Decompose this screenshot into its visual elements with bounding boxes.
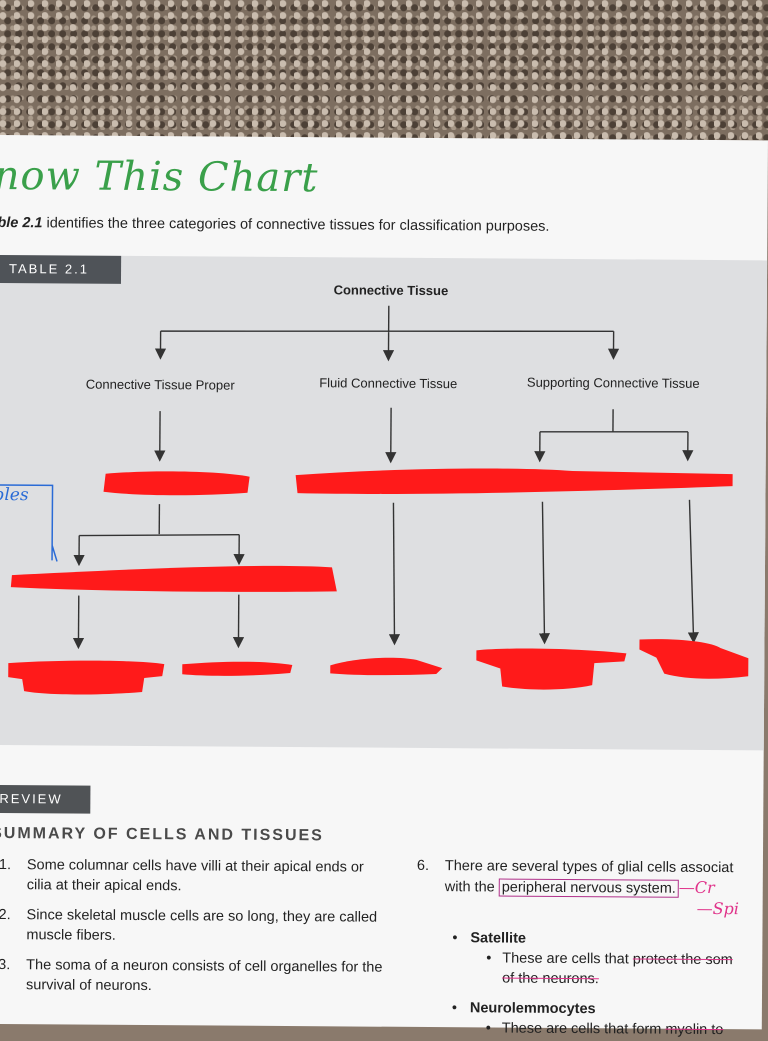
boxed-phrase: peripheral nervous system.	[499, 879, 679, 898]
bullet-neurolemmocytes: • Neurolemmocytes	[412, 998, 768, 1021]
intro-sentence: ble 2.1 identifies the three categories …	[0, 215, 550, 235]
handwritten-title: now This Chart	[0, 153, 319, 201]
textbook-page: now This Chart ble 2.1 identifies the th…	[0, 135, 768, 1029]
sub-bullet-neurolemmocytes: • These are cells that form myelin to	[412, 1018, 768, 1041]
connective-tissue-table: TABLE 2.1 Connective Tissue	[0, 255, 767, 750]
category-supporting: Supporting Connective Tissue	[527, 375, 700, 391]
bullet-satellite: • Satellite	[412, 928, 768, 951]
category-fluid: Fluid Connective Tissue	[319, 375, 457, 391]
pink-note-1: —Cr	[679, 878, 715, 897]
carpet-background	[0, 0, 768, 140]
summary-list-right: 6. There are several types of glial cell…	[412, 856, 768, 1041]
list-item: 6. There are several types of glial cell…	[413, 856, 768, 921]
sub-bullet-satellite: • These are cells that protect the som o…	[412, 948, 768, 991]
red-redactions	[8, 465, 750, 699]
summary-heading: SUMMARY OF CELLS AND TISSUES	[0, 825, 324, 845]
list-item: 1. Some columnar cells have villi at the…	[0, 855, 385, 898]
pink-note-2: —Spi	[697, 899, 739, 918]
summary-list-left: 1. Some columnar cells have villi at the…	[0, 855, 385, 1008]
list-item: 2. Since skeletal muscle cells are so lo…	[0, 905, 385, 948]
intro-text: identifies the three categories of conne…	[42, 215, 549, 235]
item-text-a: There are several types of glial cells a…	[445, 858, 734, 876]
classification-tree: Connective Tissue	[0, 255, 767, 750]
root-node: Connective Tissue	[334, 282, 449, 298]
category-proper: Connective Tissue Proper	[86, 377, 236, 393]
table-reference: ble 2.1	[0, 215, 43, 231]
review-label: REVIEW	[0, 785, 90, 814]
list-item: 3. The soma of a neuron consists of cell…	[0, 955, 384, 998]
handwritten-margin-note: bles	[0, 485, 29, 505]
